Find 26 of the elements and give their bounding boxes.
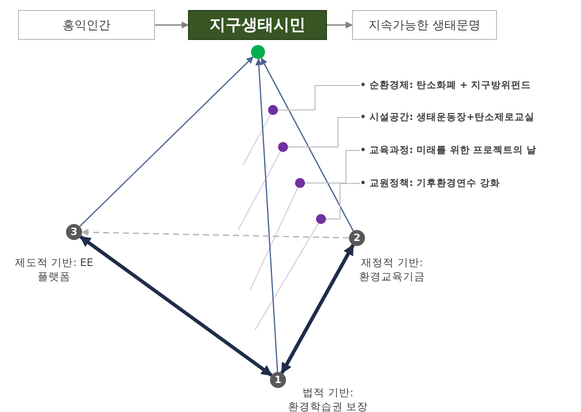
node-caption: 법적 기반: 환경학습권 보장 [286, 386, 370, 412]
number-circle: 2 [349, 230, 365, 246]
point-dot [316, 214, 326, 224]
arrow [280, 244, 355, 374]
arrow [255, 58, 278, 372]
node-caption: 제도적 기반: EE 플랫폼 [14, 256, 94, 284]
point-dot [278, 142, 288, 152]
arrow [260, 58, 354, 232]
leader-line [326, 183, 360, 220]
label-box: 지속가능한 생태문명 [352, 10, 497, 40]
leader-line [278, 85, 360, 110]
node-caption: 재정적 기반: 환경교육기금 [358, 256, 426, 284]
number-circle: 3 [66, 224, 82, 240]
apex-dot [251, 45, 265, 59]
arrow [327, 22, 353, 28]
arrow [81, 228, 350, 238]
arrow [79, 56, 254, 227]
number-circle: 1 [270, 372, 286, 388]
point-dot [268, 105, 278, 115]
leader-line [304, 150, 360, 184]
label-box: 홍익인간 [18, 10, 155, 40]
label-box: 지구생태시민 [188, 10, 327, 40]
arrow [155, 22, 189, 28]
point-dot [295, 178, 305, 188]
leader-line [288, 117, 360, 148]
arrow [79, 235, 273, 377]
